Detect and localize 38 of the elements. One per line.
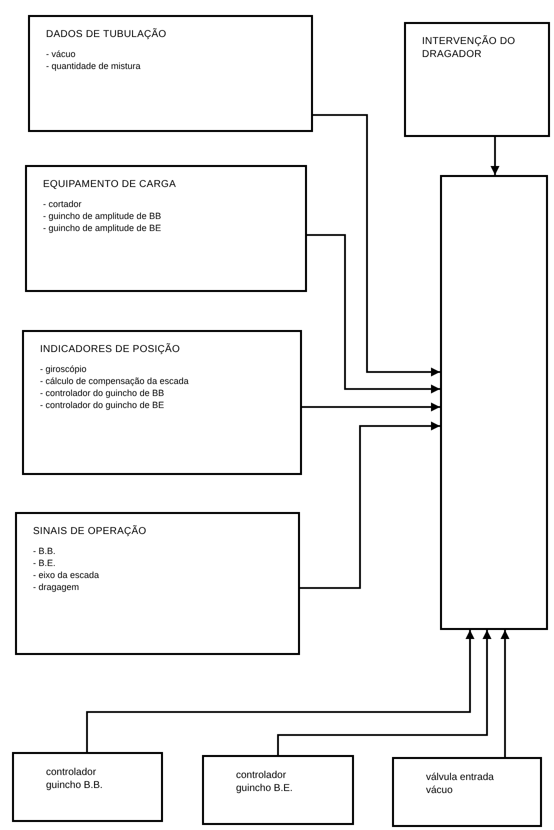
arrow: [300, 422, 440, 589]
process-box: [25, 165, 307, 292]
list-item: - controlador do guincho de BE: [40, 398, 166, 410]
list-item: - guincho de amplitude de BB: [43, 210, 162, 222]
arrow: [86, 630, 474, 752]
arrow: [302, 402, 440, 412]
list-item: - guincho de amplitude de BE: [43, 222, 162, 234]
arrow: [313, 114, 440, 376]
list-item: - dragagem: [33, 580, 80, 592]
process-box: [12, 752, 163, 822]
list-item: - B.B.: [33, 544, 57, 556]
list-item: - controlador do guincho de BB: [40, 386, 166, 398]
block-box: [440, 175, 548, 630]
process-box: [15, 512, 300, 655]
list-item: - B.E.: [33, 556, 57, 568]
box-heading: DADOS DE TUBULAÇÃO: [46, 29, 168, 42]
list-item: - cálculo de compensação da escada: [40, 374, 190, 386]
process-box: [22, 330, 302, 475]
list-item: - giroscópio: [40, 362, 88, 374]
list-item: - quantidade de mistura: [46, 60, 142, 72]
process-box: [202, 755, 354, 825]
arrow: [490, 137, 500, 175]
box-text: válvula entrada vácuo: [426, 771, 495, 797]
box-heading: EQUIPAMENTO DE CARGA: [43, 179, 177, 192]
list-item: - cortador: [43, 198, 83, 210]
process-box: [28, 15, 313, 132]
list-item: - vácuo: [46, 48, 77, 60]
list-item: - eixo da escada: [33, 568, 100, 580]
arrow: [307, 234, 440, 394]
arrow: [277, 630, 492, 755]
box-text: controlador guincho B.E.: [236, 769, 294, 795]
box-heading: INTERVENÇÃO DO DRAGADOR: [422, 36, 516, 61]
arrow: [500, 630, 510, 757]
box-text: controlador guincho B.B.: [46, 766, 104, 792]
box-heading: SINAIS DE OPERAÇÃO: [33, 526, 148, 538]
process-box: [392, 757, 542, 827]
process-box: [404, 22, 550, 137]
box-heading: INDICADORES DE POSIÇÃO: [40, 344, 181, 356]
